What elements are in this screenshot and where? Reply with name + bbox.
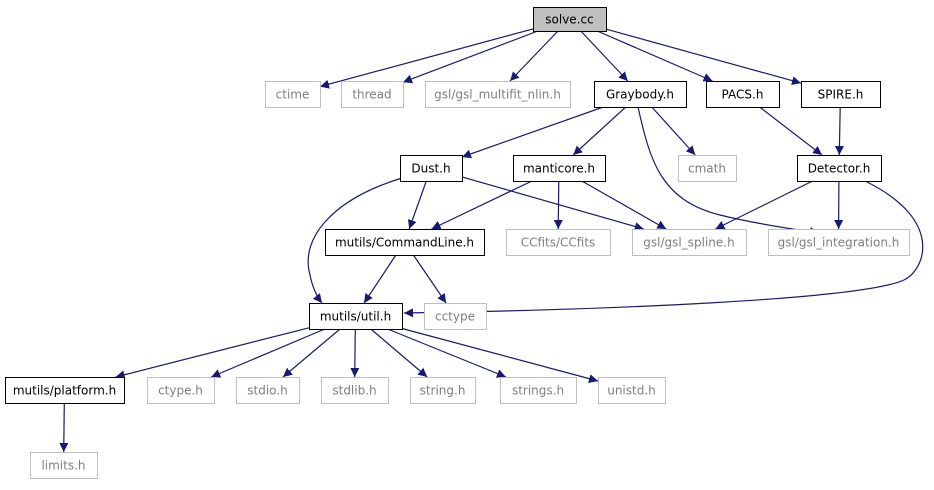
- node-label: gsl/gsl_spline.h: [643, 236, 734, 250]
- node-label: solve.cc: [545, 13, 593, 27]
- edge-util-h-to-stdlib-h: [355, 329, 356, 377]
- edge-solve-cc-to-pacs-h: [597, 31, 712, 81]
- nodes-layer: solve.cc ctime thread gsl/gsl_multifit_nlin…: [6, 8, 910, 479]
- node-util-h[interactable]: mutils/util.h: [310, 304, 403, 330]
- node-thread: thread: [342, 82, 404, 108]
- node-label: cmath: [688, 162, 726, 176]
- node-limits-h: limits.h: [31, 453, 98, 479]
- edge-spire-h-to-detector-h: [839, 107, 840, 155]
- node-manticore-h[interactable]: manticore.h: [514, 156, 606, 182]
- edge-commandline-h-to-cctype: [413, 255, 446, 303]
- node-label: strings.h: [512, 384, 564, 398]
- node-label: limits.h: [41, 459, 85, 473]
- edge-solve-cc-to-spire-h: [606, 29, 801, 83]
- node-gsl-spline-h: gsl/gsl_spline.h: [633, 230, 747, 256]
- node-solve-cc[interactable]: solve.cc: [534, 8, 607, 32]
- node-unistd-h: unistd.h: [599, 378, 666, 404]
- edge-pacs-h-to-detector-h: [760, 107, 823, 155]
- node-spire-h[interactable]: SPIRE.h: [802, 82, 881, 108]
- node-ctype-h: ctype.h: [148, 378, 215, 404]
- edge-util-h-to-string-h: [371, 329, 427, 377]
- node-strings-h: strings.h: [501, 378, 577, 404]
- edge-dust-h-to-gsl-spline-h: [462, 177, 644, 229]
- edge-manticore-h-to-ccfits: [558, 181, 559, 229]
- node-label: Detector.h: [808, 162, 871, 176]
- edge-commandline-h-to-util-h: [364, 255, 396, 303]
- node-label: cctype: [435, 310, 475, 324]
- edge-detector-h-to-gsl-spline-h: [715, 181, 812, 229]
- node-label: ctime: [276, 88, 310, 102]
- edge-solve-cc-to-thread: [403, 31, 538, 82]
- edge-util-h-to-strings-h: [388, 329, 506, 377]
- edge-solve-cc-to-graybody-h: [581, 31, 628, 81]
- edge-manticore-h-to-gsl-spline-h: [582, 181, 666, 229]
- edge-dust-h-to-commandline-h: [409, 181, 426, 229]
- node-label: stdio.h: [247, 384, 287, 398]
- edge-util-h-to-platform-h: [116, 328, 309, 377]
- edge-platform-h-to-limits-h: [64, 403, 65, 452]
- node-cmath: cmath: [679, 156, 737, 182]
- node-string-h: string.h: [411, 378, 476, 404]
- edge-graybody-h-to-dust-h: [462, 107, 603, 157]
- node-dust-h[interactable]: Dust.h: [401, 156, 463, 182]
- node-label: mutils/platform.h: [13, 384, 116, 398]
- edge-solve-cc-to-ctime: [320, 29, 533, 87]
- node-label: unistd.h: [607, 384, 656, 398]
- node-ctime: ctime: [266, 82, 321, 108]
- node-stdlib-h: stdlib.h: [322, 378, 389, 404]
- node-label: PACS.h: [722, 88, 764, 102]
- node-label: SPIRE.h: [818, 88, 864, 102]
- node-cctype: cctype: [425, 304, 487, 330]
- node-gsl-integration-h: gsl/gsl_integration.h: [769, 230, 910, 256]
- node-label: thread: [352, 88, 391, 102]
- node-label: ctype.h: [158, 384, 203, 398]
- node-label: stdlib.h: [332, 384, 376, 398]
- node-detector-h[interactable]: Detector.h: [798, 156, 882, 182]
- node-label: string.h: [420, 384, 466, 398]
- node-platform-h[interactable]: mutils/platform.h: [6, 378, 125, 404]
- node-graybody-h[interactable]: Graybody.h: [595, 82, 687, 108]
- node-pacs-h[interactable]: PACS.h: [707, 82, 780, 108]
- node-commandline-h[interactable]: mutils/CommandLine.h: [326, 230, 485, 256]
- node-label: mutils/util.h: [320, 310, 391, 324]
- node-label: gsl/gsl_integration.h: [778, 236, 900, 250]
- node-gsl-multifit-nlin-h: gsl/gsl_multifit_nlin.h: [426, 82, 571, 108]
- node-label: manticore.h: [523, 162, 595, 176]
- edge-manticore-h-to-commandline-h: [432, 181, 532, 229]
- edge-util-h-to-ctype-h: [211, 329, 325, 377]
- node-label: Graybody.h: [606, 88, 674, 102]
- edge-graybody-h-to-manticore-h: [573, 107, 626, 155]
- node-label: mutils/CommandLine.h: [335, 236, 474, 250]
- node-label: CCfits/CCfits: [521, 236, 596, 250]
- node-stdio-h: stdio.h: [237, 378, 300, 404]
- node-ccfits: CCfits/CCfits: [507, 230, 611, 256]
- edge-graybody-h-to-cmath: [652, 107, 695, 155]
- node-label: Dust.h: [411, 162, 450, 176]
- edge-util-h-to-stdio-h: [283, 329, 340, 377]
- node-label: gsl/gsl_multifit_nlin.h: [434, 88, 561, 102]
- edge-util-h-to-unistd-h: [402, 329, 598, 382]
